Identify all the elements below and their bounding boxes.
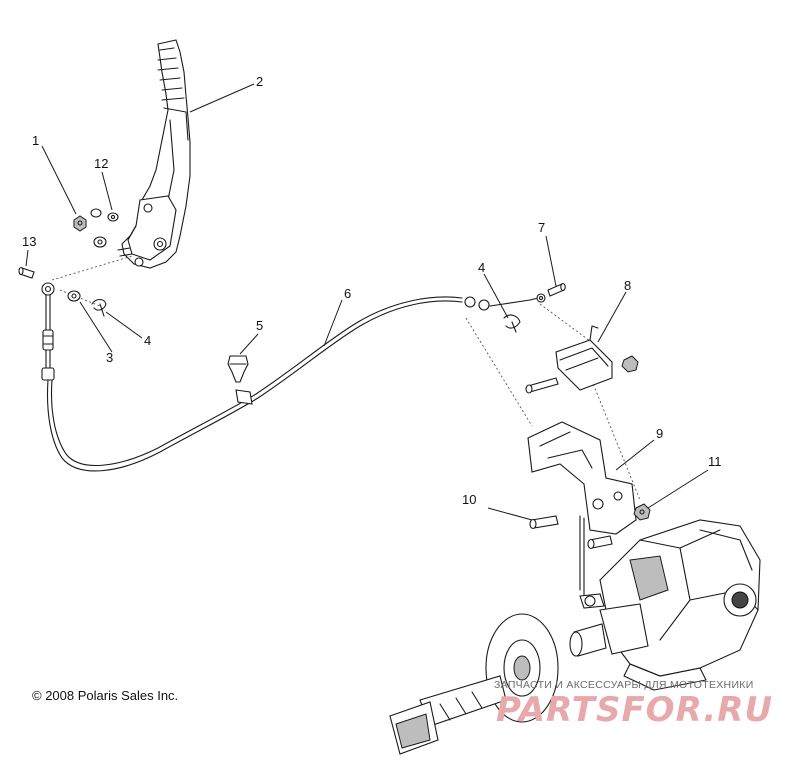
callout-11: 11 bbox=[708, 454, 722, 469]
brake-lever bbox=[117, 39, 191, 269]
watermark-tagline: ЗАПЧАСТИ И АКСЕССУАРЫ ДЛЯ МОТОТЕХНИКИ bbox=[494, 679, 754, 691]
nut-8 bbox=[621, 355, 639, 373]
bolts-10 bbox=[529, 515, 613, 550]
callout-13: 13 bbox=[22, 234, 36, 249]
callout-3: 3 bbox=[106, 350, 113, 365]
driveshaft bbox=[389, 675, 507, 755]
callout-10: 10 bbox=[462, 492, 476, 507]
callout-4-right: 4 bbox=[478, 260, 485, 275]
nut-and-washers bbox=[73, 208, 119, 248]
clevis-bracket bbox=[525, 325, 639, 394]
callout-9: 9 bbox=[656, 426, 663, 441]
callout-2: 2 bbox=[256, 74, 263, 89]
callout-5: 5 bbox=[256, 318, 263, 333]
clip-left bbox=[91, 298, 107, 317]
cable-end-left bbox=[41, 282, 81, 381]
pin-7 bbox=[547, 282, 566, 297]
washer-12a bbox=[90, 208, 102, 218]
washer-3 bbox=[67, 290, 81, 302]
nut-11 bbox=[633, 503, 651, 521]
brake-cable bbox=[45, 293, 546, 472]
copyright-text: © 2008 Polaris Sales Inc. bbox=[32, 688, 179, 703]
clip-right bbox=[503, 314, 521, 333]
gearcase bbox=[569, 519, 761, 691]
watermark-logo: PARTSFOR.RU bbox=[496, 690, 774, 730]
callout-7: 7 bbox=[538, 220, 545, 235]
push-clip bbox=[227, 355, 249, 383]
washer-12b bbox=[93, 236, 107, 248]
nut-1 bbox=[73, 215, 87, 232]
callout-6: 6 bbox=[344, 286, 351, 301]
mounting-bracket bbox=[527, 421, 637, 597]
pin bbox=[18, 266, 35, 279]
callout-4-left: 4 bbox=[144, 333, 151, 348]
callout-numbers: 1 2 3 4 4 5 6 7 8 9 10 11 12 13 bbox=[22, 74, 722, 507]
callout-1: 1 bbox=[32, 133, 39, 148]
callout-12: 12 bbox=[94, 156, 108, 171]
callout-leaders bbox=[25, 83, 709, 521]
callout-8: 8 bbox=[624, 278, 631, 293]
